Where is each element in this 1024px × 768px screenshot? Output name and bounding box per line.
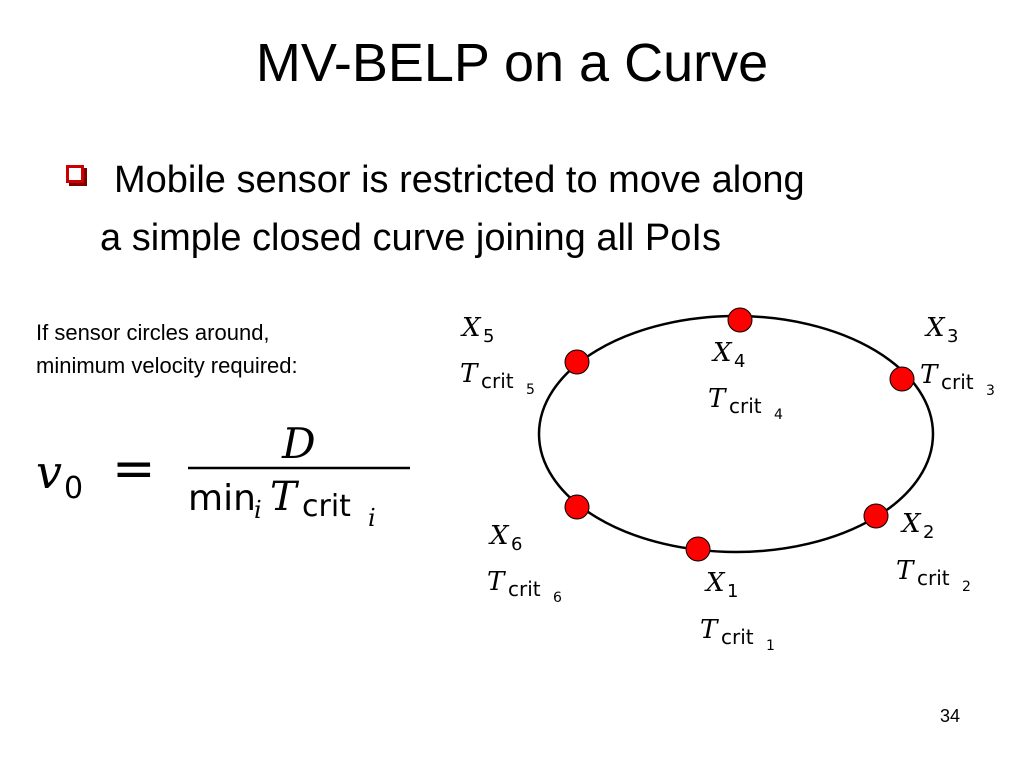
label-t2-crit: crit: [917, 566, 950, 590]
poi-label-x4: X 4 T crit 4: [708, 338, 783, 423]
slide-title: MV-BELP on a Curve: [255, 33, 769, 93]
label-t5-var: T: [460, 359, 479, 389]
formula-den-min-sub: i: [254, 496, 262, 524]
label-t3-index: 3: [986, 383, 995, 399]
label-x3-var: X: [924, 313, 946, 343]
poi-point-x5: [564, 349, 590, 375]
poi-label-x3: X 3 T crit 3: [920, 313, 995, 399]
label-x3-index: 3: [947, 326, 958, 347]
poi-label-x1: X 1 T crit 1: [700, 568, 775, 654]
formula-den-crit: crit: [302, 489, 351, 524]
velocity-note: If sensor circles around, minimum veloci…: [36, 316, 298, 382]
label-x5-var: X: [460, 313, 482, 343]
label-t3-var: T: [920, 360, 939, 390]
bullet-text-line-1: Mobile sensor is restricted to move alon…: [114, 159, 805, 201]
label-x2-index: 2: [923, 522, 934, 543]
poi-point-x1: [685, 536, 711, 562]
closed-curve: [537, 314, 935, 554]
label-t6-var: T: [487, 567, 506, 597]
formula-lhs-var: v: [36, 445, 62, 499]
note-line-2: minimum velocity required:: [36, 353, 298, 378]
bullet-text-line-2: a simple closed curve joining all PoIs: [100, 217, 721, 259]
formula-den-min: min: [188, 478, 256, 519]
formula-numerator: D: [281, 419, 316, 468]
poi-point-x3: [889, 366, 915, 392]
label-t4-var: T: [708, 384, 727, 414]
formula-den-crit-sub: i: [368, 504, 376, 532]
label-t2-index: 2: [962, 579, 971, 595]
poi-point-x4: [727, 307, 753, 333]
label-x6-index: 6: [511, 534, 522, 555]
label-t2-var: T: [896, 556, 915, 586]
label-t5-index: 5: [526, 382, 535, 398]
label-x4-index: 4: [734, 351, 745, 372]
poi-label-x6: X 6 T crit 6: [487, 521, 562, 606]
poi-point-x2: [863, 503, 889, 529]
label-t1-var: T: [700, 615, 719, 645]
label-t5-crit: crit: [481, 369, 514, 393]
formula-equals: =: [112, 439, 156, 499]
label-x6-var: X: [488, 521, 510, 551]
poi-point-x6: [564, 494, 590, 520]
label-x5-index: 5: [483, 326, 494, 347]
poi-label-x5: X 5 T crit 5: [460, 313, 535, 398]
label-x1-index: 1: [727, 581, 738, 602]
label-t4-index: 4: [774, 407, 783, 423]
min-velocity-formula: v 0 = D min i T crit i: [36, 419, 410, 532]
note-line-1: If sensor circles around,: [36, 320, 270, 345]
page-number: 34: [940, 706, 961, 726]
label-t6-crit: crit: [508, 577, 541, 601]
label-t3-crit: crit: [941, 370, 974, 394]
formula-den-t: T: [270, 474, 300, 520]
square-bullet-icon: [66, 165, 84, 183]
formula-lhs-sub: 0: [64, 471, 83, 506]
label-x2-var: X: [900, 509, 922, 539]
label-x1-var: X: [704, 568, 726, 598]
poi-label-x2: X 2 T crit 2: [896, 509, 971, 595]
label-t1-index: 1: [766, 638, 775, 654]
label-t4-crit: crit: [729, 394, 762, 418]
label-x4-var: X: [711, 338, 733, 368]
label-t6-index: 6: [553, 590, 562, 606]
label-t1-crit: crit: [721, 625, 754, 649]
